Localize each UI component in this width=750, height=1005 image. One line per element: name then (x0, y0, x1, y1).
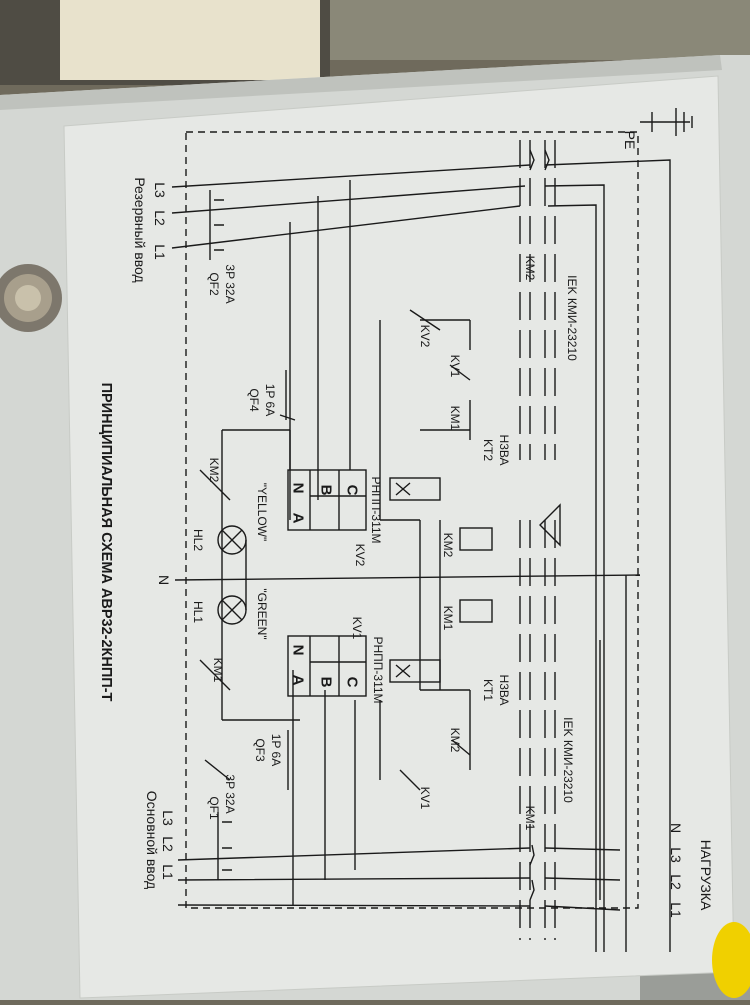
reserve-l2-label: L2 (152, 210, 168, 226)
contact-km1-top: KM1 (448, 405, 462, 431)
km2-model: IEK КМИ-23210 (565, 275, 579, 361)
main-l1-label: L1 (160, 864, 176, 880)
reserve-input-label: Резервный ввод (132, 177, 148, 283)
main-l3-label: L3 (160, 810, 176, 826)
main-phase-lines (177, 847, 531, 907)
neutral-label: N (156, 574, 172, 586)
breaker-qf4-symbol (279, 370, 296, 421)
kv1-term-b: B (317, 676, 335, 688)
kt2-model: Н3ВА (497, 434, 511, 466)
qf3-name: QF3 (253, 738, 267, 762)
qf2-rating: 3P 32A (223, 264, 237, 304)
breaker-qf1-symbol (217, 812, 232, 880)
lamp-contacts (199, 469, 231, 781)
contact-kv1-top: KV1 (448, 354, 462, 378)
hl1-name: HL1 (191, 600, 205, 624)
contact-km2-bottom: KM2 (448, 727, 462, 753)
contactor-km1-symbol (529, 844, 535, 901)
pe-ground-line (640, 112, 690, 132)
cable-tie (712, 922, 750, 998)
km1-name: KM1 (523, 805, 537, 831)
relay-kt1-coil (389, 659, 441, 683)
hl1-color: "GREEN" (255, 588, 269, 640)
kv2-term-b: B (317, 484, 335, 496)
kv2-term-n: N (289, 482, 307, 494)
relay-kv1-terminals (287, 635, 367, 697)
qf3-rating: 1P 6A (269, 733, 283, 767)
interlock-symbol (539, 503, 561, 547)
kv1-model: РНПП-311М (371, 636, 385, 704)
main-l2-label: L2 (160, 836, 176, 852)
hl2-color: "YELLOW" (255, 482, 269, 542)
km1-model: IEK КМИ-23210 (561, 717, 575, 803)
kv2-term-a: A (289, 512, 307, 524)
kv2-model: РНПП-311М (369, 476, 383, 544)
qf1-rating: 3P 32A (223, 774, 237, 814)
kv1-term-c: C (343, 676, 361, 688)
load-l3-label: L3 (668, 847, 684, 863)
kv1-name: KV1 (350, 616, 364, 640)
kt1-model: Н3ВА (497, 674, 511, 706)
hl2-name: HL2 (191, 528, 205, 552)
control-circuit (221, 429, 300, 721)
contact-kv2-top: KV2 (418, 324, 432, 348)
load-l2-label: L2 (668, 874, 684, 890)
contact-kv1-bottom: KV1 (418, 786, 432, 810)
qf4-rating: 1P 6A (263, 383, 277, 417)
kt1-name: KT1 (481, 678, 495, 702)
reserve-l1-label: L1 (152, 244, 168, 260)
kv2-term-c: C (343, 484, 361, 496)
load-output-label: НАГРУЗКА (698, 839, 714, 911)
relay-kv2-terminals (287, 469, 367, 531)
kv1-term-n: N (289, 644, 307, 656)
dashed-enclosure (185, 131, 639, 909)
kt2-name: KT2 (481, 438, 495, 462)
kv1-term-a: A (289, 674, 307, 686)
diagram-title: ПРИНЦИПИАЛЬНАЯ СХЕМА АВР32-2КНПП-Т (98, 382, 114, 702)
load-n-label: N (668, 822, 684, 834)
reserve-phase-lines (171, 164, 531, 249)
contact-km2-top: KM2 (207, 457, 221, 483)
coil-km1-label: KM1 (441, 605, 455, 631)
coil-km2 (459, 527, 493, 551)
relay-kt2-coil (389, 477, 441, 501)
kv2-name: KV2 (353, 543, 367, 567)
load-l1-label: L1 (668, 902, 684, 918)
qf1-name: QF1 (207, 796, 221, 820)
neutral-bus (174, 574, 641, 581)
main-input-label: Основной ввод (144, 790, 160, 890)
qf2-name: QF2 (207, 272, 221, 296)
qf4-name: QF4 (247, 388, 261, 412)
reserve-l3-label: L3 (152, 182, 168, 198)
pe-label: PE (622, 130, 638, 150)
km2-name: KM2 (523, 255, 537, 281)
coil-km1 (459, 599, 493, 623)
breaker-qf2-symbol (209, 190, 224, 260)
contactor-mechanical-links (519, 140, 531, 940)
contact-km1-left: KM1 (211, 657, 225, 683)
coil-km2-label: KM2 (441, 532, 455, 558)
